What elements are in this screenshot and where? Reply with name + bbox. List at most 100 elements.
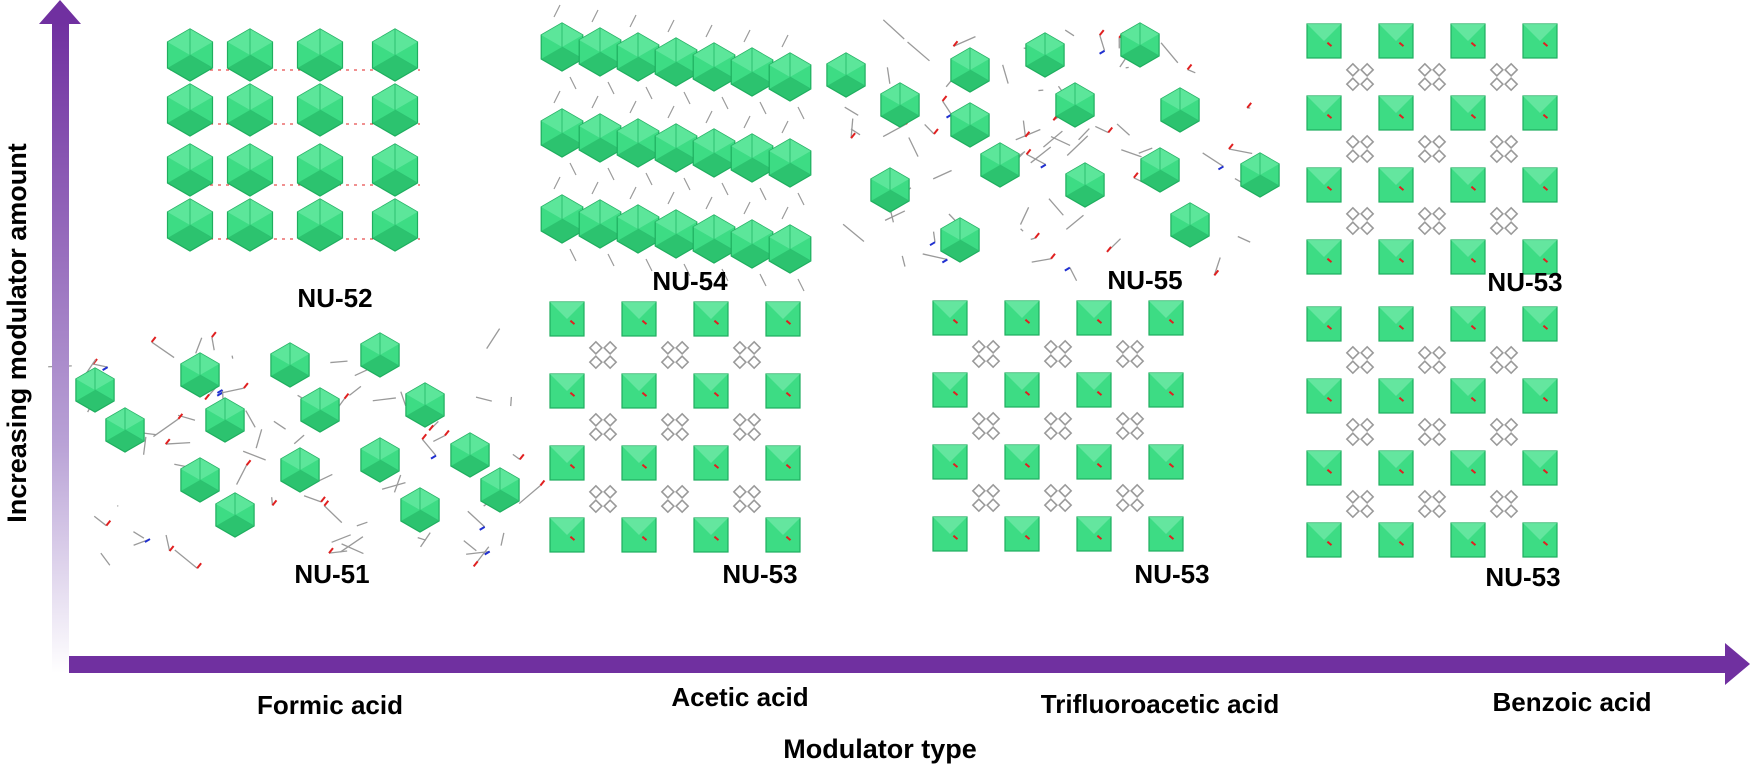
linker-bond bbox=[629, 100, 637, 114]
oxygen-bond bbox=[150, 336, 157, 343]
nu51-structure bbox=[48, 328, 546, 569]
y-axis-arrow bbox=[39, 0, 81, 673]
zr-octahedron bbox=[296, 143, 344, 197]
linker-bond bbox=[844, 106, 859, 116]
linker-bond bbox=[1099, 34, 1106, 51]
linker-bond bbox=[323, 505, 343, 524]
linker bbox=[660, 340, 690, 370]
linker-bond bbox=[1078, 128, 1090, 141]
zr-node bbox=[1306, 239, 1342, 275]
linker-bond bbox=[591, 95, 599, 109]
linker-bond bbox=[743, 201, 751, 215]
zr-octahedron bbox=[768, 52, 812, 102]
nitrogen-bond bbox=[1217, 165, 1224, 171]
linker bbox=[1489, 489, 1519, 519]
linker-bond bbox=[1050, 135, 1071, 147]
linker bbox=[732, 412, 762, 442]
linker-bond bbox=[667, 191, 675, 205]
label-nu52: NU-52 bbox=[297, 283, 372, 313]
linker-bond bbox=[569, 248, 577, 262]
oxygen-bond bbox=[421, 433, 428, 440]
zr-octahedron bbox=[296, 28, 344, 82]
zr-octahedron bbox=[768, 138, 812, 188]
linker-bond bbox=[781, 206, 789, 220]
zr-node bbox=[1522, 378, 1558, 414]
linker bbox=[1043, 339, 1073, 369]
linker bbox=[1417, 345, 1447, 375]
label-nu53-top: NU-53 bbox=[1487, 267, 1562, 297]
linker-bond bbox=[1030, 237, 1036, 240]
zr-octahedron bbox=[166, 28, 214, 82]
zr-node bbox=[1450, 450, 1486, 486]
zr-node bbox=[1306, 450, 1342, 486]
linker-bond bbox=[1116, 123, 1130, 136]
zr-octahedron bbox=[371, 198, 419, 252]
oxygen-bond bbox=[243, 382, 249, 389]
zr-node bbox=[1378, 306, 1414, 342]
linker-bond bbox=[850, 118, 854, 139]
oxygen-bond bbox=[1024, 131, 1031, 138]
zr-node bbox=[1450, 167, 1486, 203]
zr-node bbox=[693, 373, 729, 409]
oxygen-bond bbox=[472, 560, 479, 568]
linker-bond bbox=[293, 434, 305, 445]
oxygen-bond bbox=[1098, 29, 1105, 36]
linker bbox=[1417, 134, 1447, 164]
nu52-structure bbox=[166, 28, 420, 252]
linker bbox=[732, 484, 762, 514]
linker-bond bbox=[886, 67, 891, 84]
nitrogen-bond bbox=[941, 258, 948, 264]
zr-node bbox=[1522, 95, 1558, 131]
linker bbox=[660, 484, 690, 514]
oxygen-bond bbox=[850, 132, 856, 139]
zr-node bbox=[1522, 239, 1558, 275]
linker-bond bbox=[553, 4, 561, 18]
zr-octahedron bbox=[768, 224, 812, 274]
zr-node bbox=[765, 301, 801, 337]
linker-bond bbox=[1065, 214, 1084, 230]
linker-bond bbox=[908, 137, 919, 157]
linker-bond bbox=[667, 105, 675, 119]
linker-bond bbox=[151, 341, 175, 359]
zr-node bbox=[549, 301, 585, 337]
nu53-benzoic-low-structure bbox=[1306, 306, 1558, 558]
oxygen-bond bbox=[271, 499, 278, 507]
oxygen-bond bbox=[941, 95, 948, 102]
oxygen-bond bbox=[204, 393, 210, 401]
linker-bond bbox=[475, 396, 492, 402]
linker-bond bbox=[1187, 68, 1196, 74]
zr-node bbox=[1522, 522, 1558, 558]
linker bbox=[1115, 411, 1145, 441]
linker-bond bbox=[924, 123, 935, 135]
zr-octahedron bbox=[226, 198, 274, 252]
zr-octahedron bbox=[205, 397, 245, 443]
oxygen-bond bbox=[1228, 143, 1234, 150]
zr-node bbox=[932, 300, 968, 336]
zr-node bbox=[1148, 516, 1184, 552]
zr-node bbox=[1306, 23, 1342, 59]
oxygen-bond bbox=[323, 500, 330, 507]
oxygen-bond bbox=[105, 520, 112, 527]
label-nu53-acetic: NU-53 bbox=[722, 559, 797, 589]
linker-bond bbox=[231, 355, 234, 359]
nitrogen-bond bbox=[479, 526, 486, 531]
linker-bond bbox=[591, 181, 599, 195]
oxygen-bond bbox=[933, 128, 939, 135]
oxygen-bond bbox=[328, 547, 334, 554]
linker-bond bbox=[842, 223, 865, 242]
linker-bond bbox=[645, 258, 653, 272]
label-nu51: NU-51 bbox=[294, 559, 369, 589]
zr-octahedron bbox=[980, 142, 1020, 188]
linker-bond bbox=[1048, 198, 1064, 216]
linker-bond bbox=[1019, 207, 1030, 225]
nitrogen-bond bbox=[144, 538, 151, 543]
modulator-label-trifluoroacetic: Trifluoroacetic acid bbox=[1041, 689, 1279, 719]
linker bbox=[732, 340, 762, 370]
linker-bond bbox=[421, 438, 437, 457]
oxygen-bond bbox=[539, 479, 546, 487]
oxygen-bond bbox=[1133, 172, 1139, 179]
zr-octahedron bbox=[1055, 82, 1095, 128]
oxygen-bond bbox=[519, 453, 525, 461]
linker-bond bbox=[645, 86, 653, 100]
